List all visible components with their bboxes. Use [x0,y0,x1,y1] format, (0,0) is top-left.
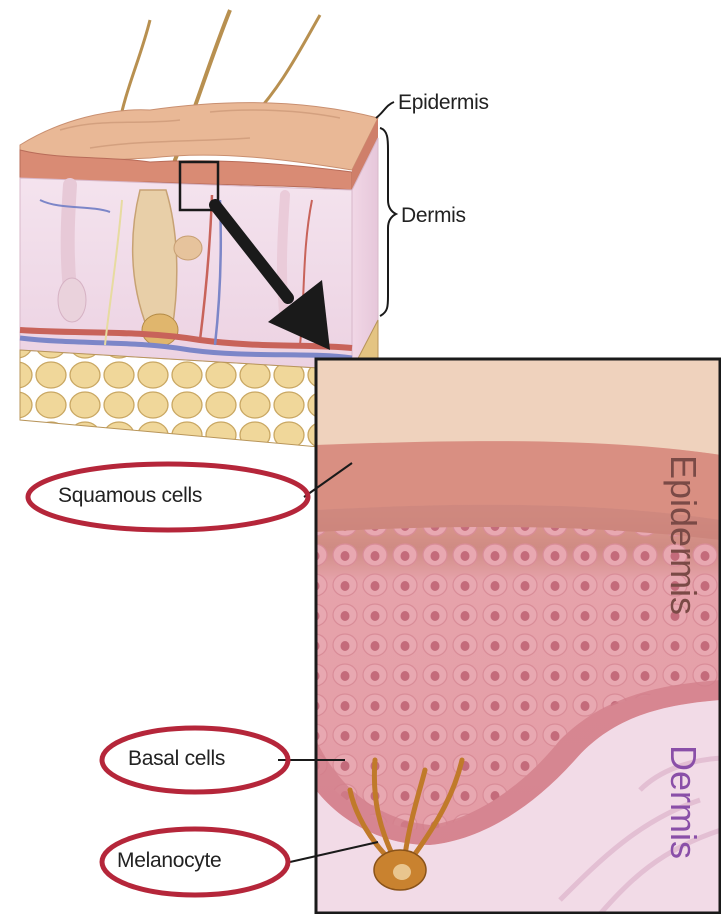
basal-cells-label: Basal cells [128,747,225,771]
sebaceous-gland [174,236,202,260]
sweat-duct [68,185,70,290]
inset-dermis-label: Dermis [662,745,704,859]
skin-inset-magnified [316,359,721,914]
inset-epidermis-label: Epidermis [662,455,704,615]
dermis-bracket [380,128,396,316]
epidermis-bracket [376,102,394,118]
overview-dermis-label: Dermis [401,204,466,228]
stratum-corneum [316,359,721,455]
sweat-gland [58,278,86,322]
overview-epidermis-label: Epidermis [398,91,489,115]
squamous-cells-label: Squamous cells [58,484,202,508]
hair-bulb [142,314,178,346]
melanocyte-label: Melanocyte [117,849,221,873]
